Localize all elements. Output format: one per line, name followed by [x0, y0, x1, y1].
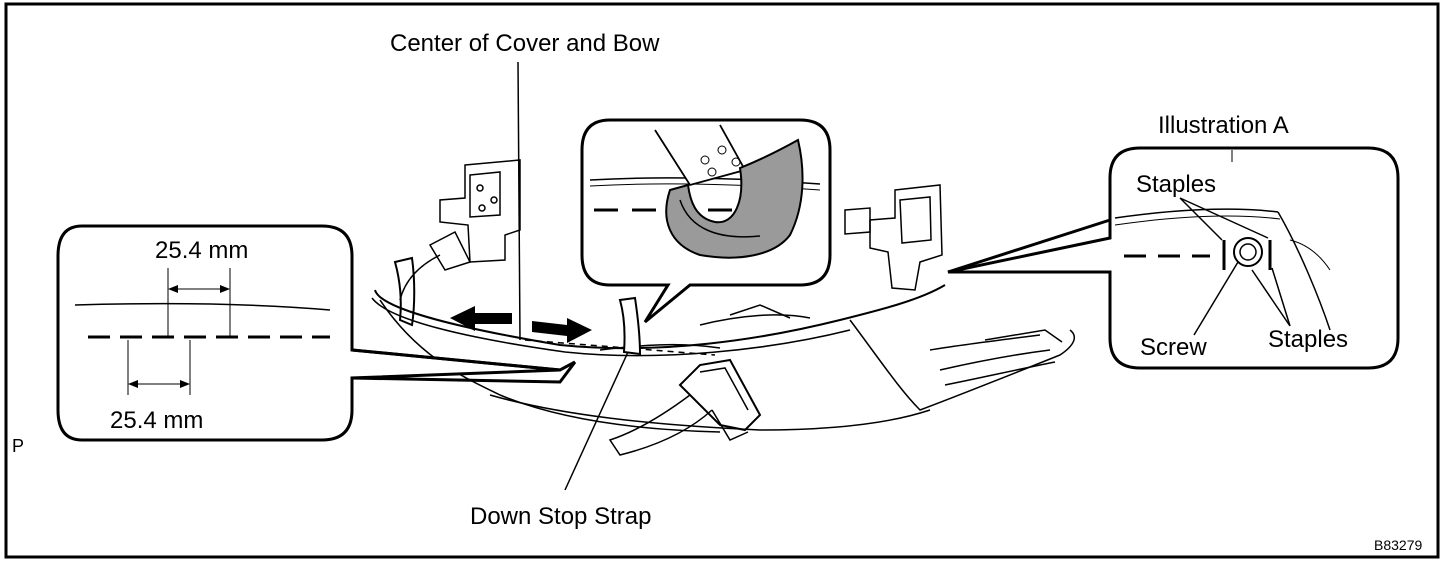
screw-label: Screw: [1140, 334, 1207, 361]
down-stop-strap-leader: [564, 351, 629, 491]
strap-detail-callout: [580, 118, 832, 324]
figure-code: B83279: [1374, 537, 1422, 553]
dimension-bottom-label: 25.4 mm: [110, 407, 203, 434]
adjust-arrows: [450, 306, 592, 343]
center-leader-line: [517, 61, 521, 341]
staples-top-label: Staples: [1136, 171, 1216, 198]
illustration-a-label: Illustration A: [1158, 112, 1289, 139]
corner-letter: P: [12, 436, 24, 456]
dimension-top-label: 25.4 mm: [155, 237, 248, 264]
center-dashed-line: [524, 339, 716, 356]
figure-frame: [4, 2, 1440, 559]
illustration-a-callout: Staples Screw Staples: [947, 146, 1400, 370]
down-stop-strap-label: Down Stop Strap: [470, 503, 651, 530]
staples-bottom-label: Staples: [1268, 326, 1348, 353]
roof-bow-illustration: [371, 159, 1076, 456]
down-stop-strap: [618, 296, 642, 356]
center-cover-bow-label: Center of Cover and Bow: [390, 30, 660, 57]
dimension-callout: 25.4 mm 25.4 mm: [56, 224, 577, 442]
